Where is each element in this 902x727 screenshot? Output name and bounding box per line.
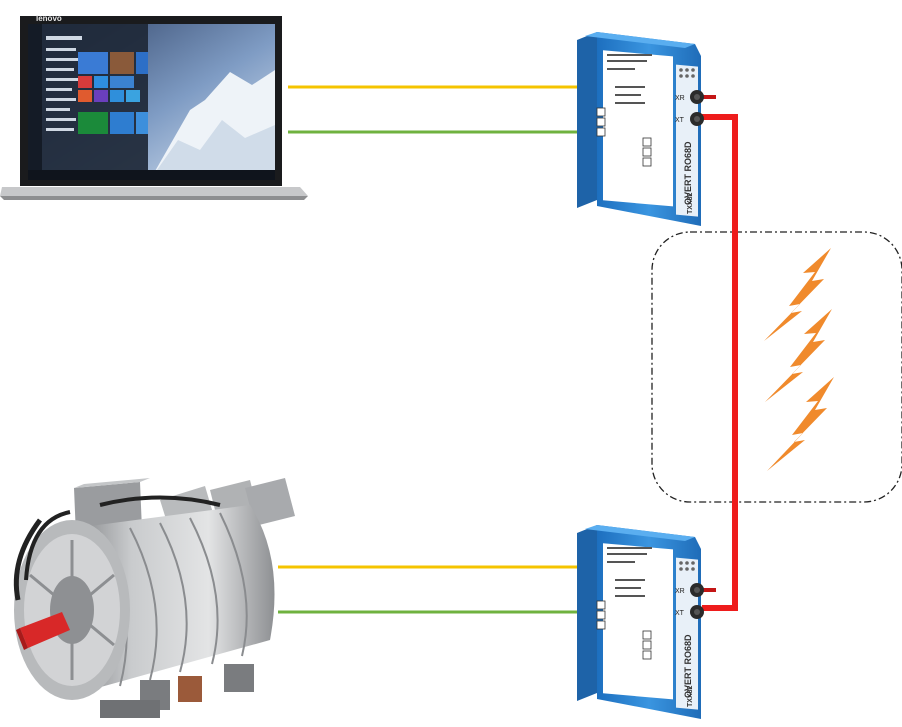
laptop-brand: lenovo [36,14,62,23]
fiber-converter-icon: XR XT OVERT RO68D TXX82 [577,525,704,719]
fiber-optic-link [702,117,735,608]
port-xr-label: XR [675,588,685,595]
converter-model: TXX82 [687,192,694,214]
laptop-icon: lenovo [0,14,308,200]
port-xr-label: XR [675,95,685,102]
port-xt-label: XT [675,117,685,124]
converter-model: TXX82 [687,685,694,707]
fiber-converter-icon: XR XT OVERT RO68D TXX82 [577,32,704,226]
port-xt-label: XT [675,610,685,617]
electric-motor-icon [14,478,295,718]
